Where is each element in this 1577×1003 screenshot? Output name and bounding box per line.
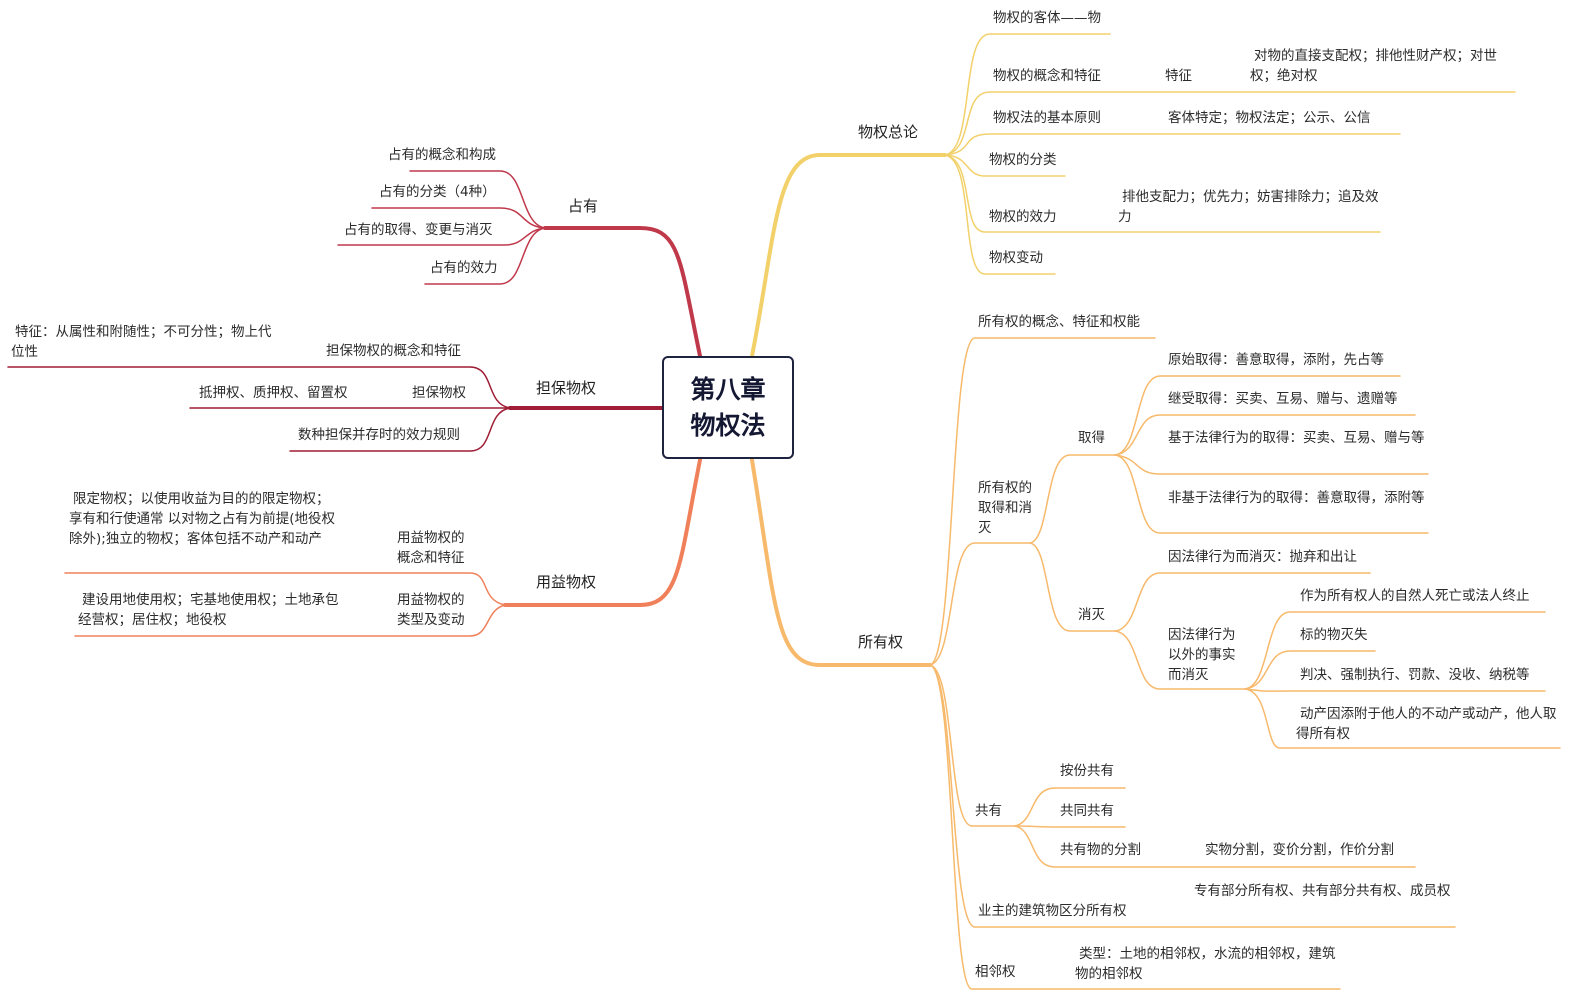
topic-n7[interactable]: 客体特定；物权法定；公示、公信 bbox=[1168, 110, 1371, 126]
edge-n6 bbox=[944, 133, 1401, 156]
edge-n46 bbox=[289, 407, 511, 452]
topic-n16[interactable]: 原始取得：善意取得，添附，先占等 bbox=[1168, 352, 1384, 368]
edge-n21 bbox=[1114, 572, 1371, 632]
edge-n16 bbox=[1114, 375, 1401, 456]
edge-n3 bbox=[944, 91, 1516, 156]
edge-n30 bbox=[1014, 825, 1416, 868]
topic-n50[interactable]: 用益物权的类型及变动 bbox=[397, 592, 465, 628]
topic-n22[interactable]: 因法律行为以外的事实而消灭 bbox=[1168, 627, 1236, 683]
edge-n25 bbox=[1244, 688, 1546, 692]
topic-n38[interactable]: 占有的分类（4种） bbox=[379, 184, 496, 200]
topic-danbaowuquan[interactable]: 担保物权 bbox=[536, 379, 597, 397]
edge-n27 bbox=[929, 664, 1016, 827]
topic-n35[interactable]: 类型：土地的相邻权，水流的相邻权，建筑物的相邻权 bbox=[1075, 946, 1336, 982]
edge-n42 bbox=[7, 366, 511, 409]
topic-n29[interactable]: 共同共有 bbox=[1060, 803, 1114, 819]
root-node[interactable]: 第八章 物权法 bbox=[662, 356, 794, 459]
topic-n15[interactable]: 取得 bbox=[1078, 430, 1105, 446]
topic-n26[interactable]: 动产因添附于他人的不动产或动产，他人取得所有权 bbox=[1296, 706, 1557, 742]
topic-n9[interactable]: 物权的效力 bbox=[989, 209, 1057, 225]
topic-n39[interactable]: 占有的取得、变更与消灭 bbox=[344, 222, 493, 238]
edge-n48 bbox=[64, 572, 506, 606]
topic-n20[interactable]: 消灭 bbox=[1078, 607, 1105, 623]
topic-n33[interactable]: 专有部分所有权、共有部分共有权、成员权 bbox=[1194, 883, 1451, 899]
edge-n11 bbox=[944, 154, 1056, 275]
edge-n14 bbox=[929, 542, 1031, 666]
edge-n22 bbox=[1114, 630, 1246, 690]
topic-yongyiwuquan[interactable]: 用益物权 bbox=[536, 573, 597, 591]
edge-n23 bbox=[1244, 611, 1546, 690]
topic-n44[interactable]: 担保物权 bbox=[412, 385, 466, 401]
topic-n5[interactable]: 对物的直接支配权；排他性财产权；对世权；绝对权 bbox=[1250, 48, 1497, 84]
edge-n2 bbox=[944, 33, 1111, 156]
topic-n49[interactable]: 限定物权；以使用收益为目的的限定物权；享有和行使通常 以对物之占有为前提(地役权… bbox=[69, 491, 336, 547]
topic-n19[interactable]: 非基于法律行为的取得：善意取得，添附等 bbox=[1168, 490, 1425, 506]
topic-n43[interactable]: 特征：从属性和附随性；不可分性；物上代位性 bbox=[11, 324, 272, 360]
edge-n17 bbox=[1114, 414, 1416, 456]
edge-n19 bbox=[1114, 454, 1429, 534]
topic-suoyouquan[interactable]: 所有权 bbox=[858, 633, 904, 651]
root-title-line1: 第八章 bbox=[690, 374, 766, 404]
branch-edge-suoyouquan bbox=[750, 458, 932, 667]
topic-n27[interactable]: 共有 bbox=[975, 803, 1002, 819]
edge-n40 bbox=[424, 227, 546, 285]
topic-n32[interactable]: 业主的建筑物区分所有权 bbox=[978, 903, 1127, 919]
edge-n34 bbox=[929, 664, 1341, 990]
topic-n11[interactable]: 物权变动 bbox=[989, 250, 1043, 266]
edge-n38 bbox=[371, 207, 546, 229]
edge-n24 bbox=[1244, 650, 1376, 690]
topic-n23[interactable]: 作为所有权人的自然人死亡或法人终止 bbox=[1300, 588, 1530, 604]
topic-n2[interactable]: 物权的客体——物 bbox=[993, 10, 1101, 26]
edge-n9 bbox=[944, 154, 1381, 233]
topic-zhanyou[interactable]: 占有 bbox=[568, 197, 599, 215]
topic-n3[interactable]: 物权的概念和特征 bbox=[993, 68, 1101, 84]
topic-n14[interactable]: 所有权的取得和消灭 bbox=[978, 480, 1032, 536]
topic-n13[interactable]: 所有权的概念、特征和权能 bbox=[978, 314, 1140, 330]
edge-n26 bbox=[1244, 688, 1561, 749]
edge-n18 bbox=[1114, 454, 1429, 475]
topic-n45[interactable]: 抵押权、质押权、留置权 bbox=[199, 385, 348, 401]
topic-n34[interactable]: 相邻权 bbox=[975, 964, 1016, 980]
topic-n31[interactable]: 实物分割，变价分割，作价分割 bbox=[1205, 842, 1394, 858]
edge-n29 bbox=[1014, 825, 1126, 828]
edge-n37 bbox=[409, 170, 546, 229]
branch-edge-wuquanzonglun bbox=[750, 153, 947, 358]
topic-n25[interactable]: 判决、强制执行、罚款、没收、纳税等 bbox=[1300, 667, 1530, 683]
topic-n18[interactable]: 基于法律行为的取得：买卖、互易、赠与等 bbox=[1168, 430, 1425, 446]
edge-n15 bbox=[1029, 454, 1116, 544]
topic-n28[interactable]: 按份共有 bbox=[1060, 763, 1114, 779]
root-title-line2: 物权法 bbox=[690, 410, 766, 440]
topic-n17[interactable]: 继受取得：买卖、互易、赠与、遗赠等 bbox=[1168, 391, 1398, 407]
topic-n46[interactable]: 数种担保并存时的效力规则 bbox=[298, 427, 460, 443]
topic-n8[interactable]: 物权的分类 bbox=[989, 152, 1057, 168]
topic-n37[interactable]: 占有的概念和构成 bbox=[388, 147, 496, 163]
branch-edge-yongyi bbox=[503, 458, 702, 607]
topic-wuquanzonglun[interactable]: 物权总论 bbox=[858, 123, 919, 141]
topic-n48[interactable]: 用益物权的概念和特征 bbox=[397, 530, 465, 566]
topic-n30[interactable]: 共有物的分割 bbox=[1060, 842, 1141, 858]
topic-n51[interactable]: 建设用地使用权；宅基地使用权；土地承包经营权；居住权；地役权 bbox=[78, 592, 339, 628]
topic-n24[interactable]: 标的物灭失 bbox=[1300, 627, 1368, 643]
topic-n21[interactable]: 因法律行为而消灭：抛弃和出让 bbox=[1168, 549, 1357, 565]
topic-n10[interactable]: 排他支配力；优先力；妨害排除力；追及效力 bbox=[1118, 189, 1379, 225]
topic-n6[interactable]: 物权法的基本原则 bbox=[993, 110, 1101, 126]
edge-n50 bbox=[74, 604, 506, 637]
edge-n20 bbox=[1029, 542, 1116, 632]
topic-n40[interactable]: 占有的效力 bbox=[430, 260, 498, 276]
topic-n42[interactable]: 担保物权的概念和特征 bbox=[326, 343, 461, 359]
edge-n13 bbox=[929, 337, 1156, 666]
topic-n4[interactable]: 特征 bbox=[1165, 68, 1192, 84]
edge-n28 bbox=[1014, 787, 1126, 827]
branch-edge-zhanyou bbox=[543, 226, 702, 358]
edge-n8 bbox=[944, 154, 1066, 177]
